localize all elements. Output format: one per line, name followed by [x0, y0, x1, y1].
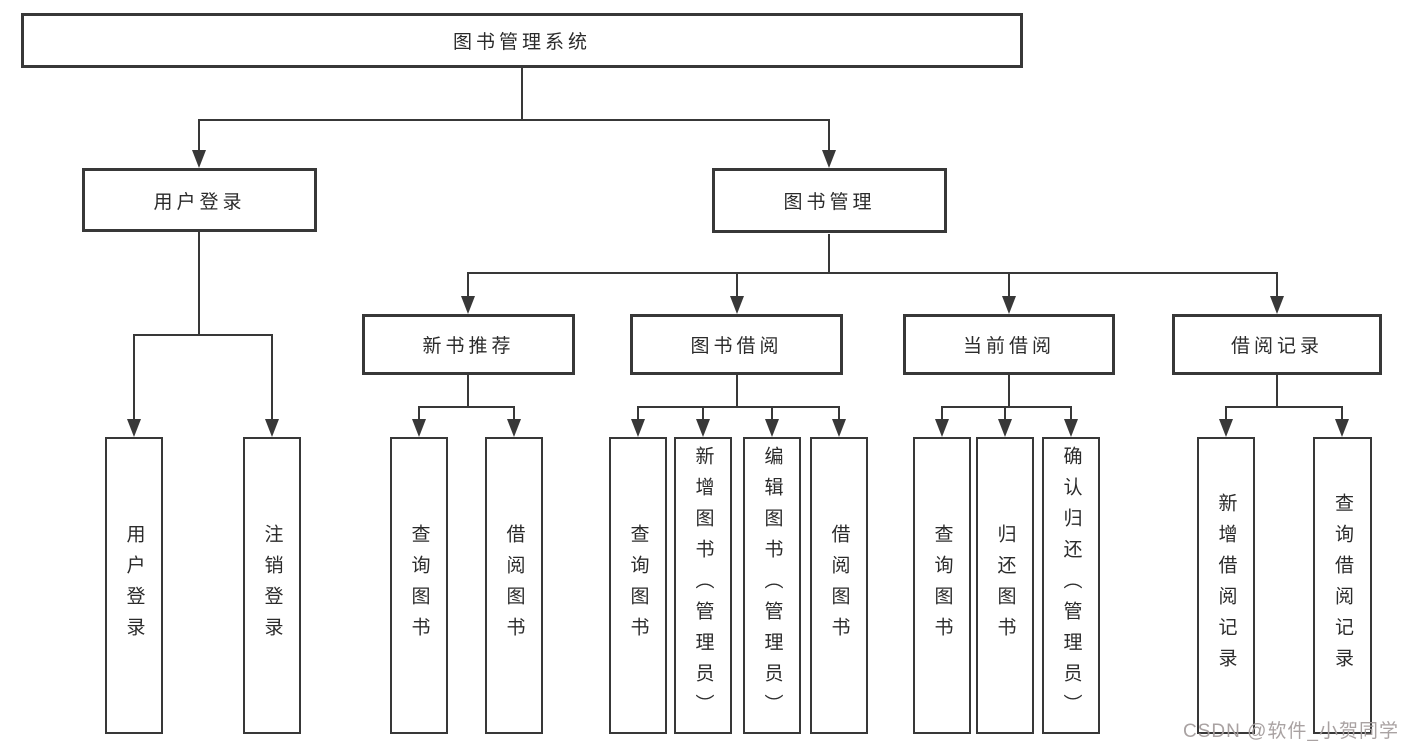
connector-newbook-to-leaves	[412, 374, 521, 437]
node-root: 图书管理系统	[21, 13, 1023, 68]
node-user-login: 用户登录	[82, 168, 317, 232]
leaf-borrowing-query-books: 查询图书	[609, 437, 667, 734]
connector-records-to-leaves	[1219, 374, 1349, 437]
leaf-records-query-record: 查询借阅记录	[1313, 437, 1372, 734]
leaf-borrowing-borrow-books: 借阅图书	[810, 437, 868, 734]
leaf-borrowing-edit-books-admin: 编辑图书（管理员）	[743, 437, 801, 734]
leaf-newbook-query-books: 查询图书	[390, 437, 448, 734]
connector-current-to-leaves	[935, 374, 1078, 437]
leaf-logout: 注销登录	[243, 437, 301, 734]
connector-userlogin-to-leaves	[127, 231, 279, 437]
node-borrowing-records: 借阅记录	[1172, 314, 1382, 375]
leaf-borrowing-add-books-admin: 新增图书（管理员）	[674, 437, 732, 734]
leaf-newbook-borrow-books: 借阅图书	[485, 437, 543, 734]
leaf-current-query-books: 查询图书	[913, 437, 971, 734]
connector-root-to-level2	[192, 68, 836, 168]
leaf-current-return-books: 归还图书	[976, 437, 1034, 734]
csdn-watermark: CSDN @软件_小贺同学	[1183, 721, 1399, 742]
node-current-borrowing: 当前借阅	[903, 314, 1115, 375]
leaf-user-login: 用户登录	[105, 437, 163, 734]
connector-borrowing-to-leaves	[631, 374, 846, 437]
node-new-book-recommend: 新书推荐	[362, 314, 575, 375]
node-book-borrowing: 图书借阅	[630, 314, 843, 375]
node-book-management: 图书管理	[712, 168, 947, 233]
leaf-records-add-record: 新增借阅记录	[1197, 437, 1255, 734]
connector-bookmgmt-to-level3	[461, 234, 1284, 314]
leaf-current-confirm-return-admin: 确认归还（管理员）	[1042, 437, 1100, 734]
